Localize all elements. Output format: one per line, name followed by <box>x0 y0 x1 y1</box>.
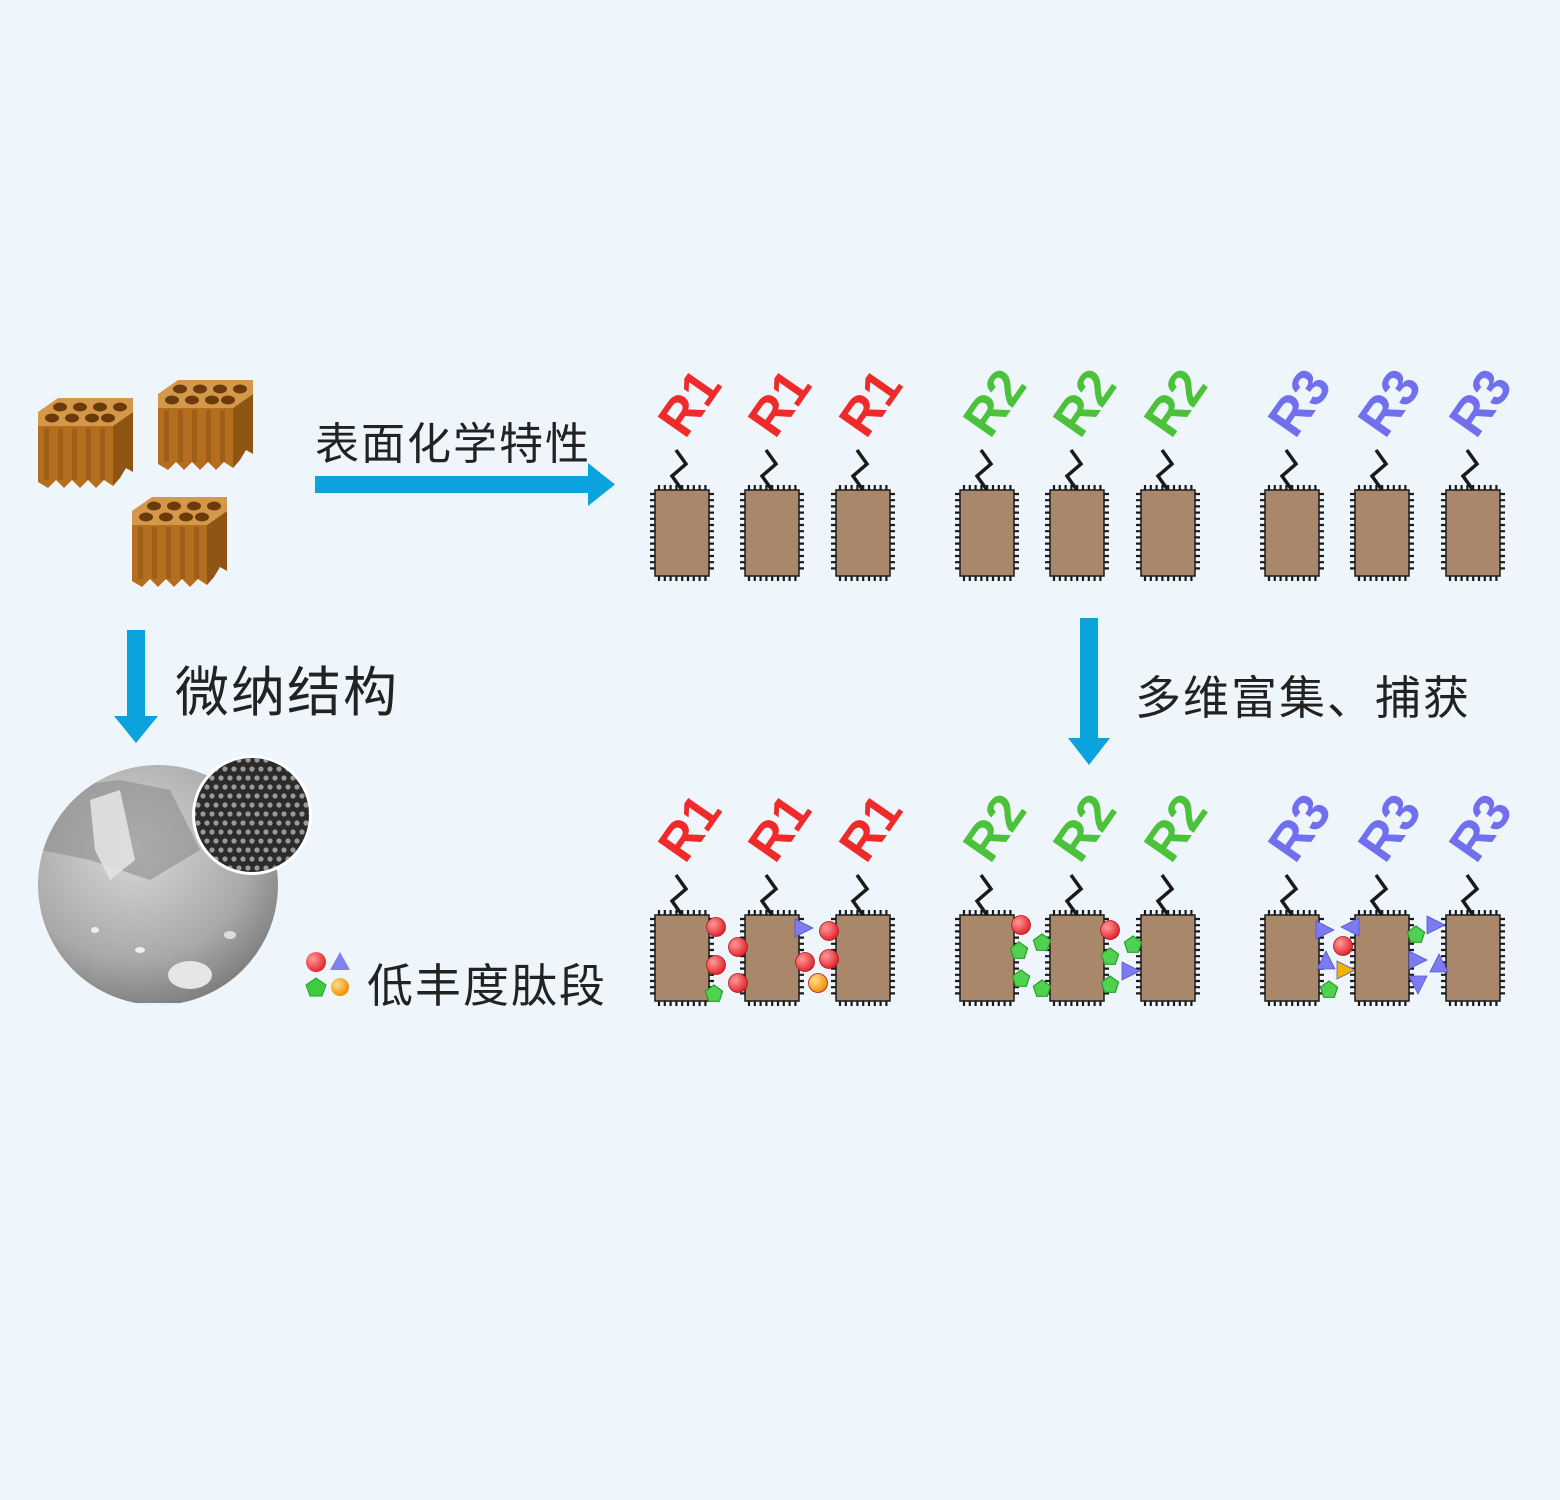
peptide-triangle <box>1316 950 1336 970</box>
r-group-label: R3 <box>1257 359 1343 447</box>
particle-block <box>1045 873 1109 1006</box>
peptide-circle <box>1333 936 1353 956</box>
particle-block <box>650 873 714 1006</box>
peptide-circle <box>819 949 839 969</box>
particle-block <box>1260 873 1324 1006</box>
peptide-circle <box>1100 920 1120 940</box>
particle-block <box>1260 448 1324 581</box>
r-group-label: R1 <box>647 359 733 447</box>
particle-block <box>831 873 895 1006</box>
r-group-label: R1 <box>828 359 914 447</box>
down-arrow-icon <box>114 630 158 743</box>
peptide-triangle <box>1408 975 1428 995</box>
peptide-triangle <box>1121 961 1141 981</box>
peptide-triangle <box>1336 960 1356 980</box>
down-arrow-icon <box>1068 618 1110 765</box>
peptide-circle <box>728 973 748 993</box>
r-group-label: R2 <box>1042 784 1128 872</box>
r-group-label: R1 <box>647 784 733 872</box>
enrichment-capture-label: 多维富集、捕获 <box>1135 671 1471 725</box>
peptide-triangle <box>794 918 814 938</box>
honeycomb-particle-icon <box>132 497 227 587</box>
peptide-pentagon <box>1100 947 1120 965</box>
right-arrow-icon <box>315 463 615 506</box>
r-group-label: R3 <box>1347 359 1433 447</box>
peptide-circle <box>1011 915 1031 935</box>
r-group-label: R2 <box>1042 359 1128 447</box>
r-group-label: R3 <box>1257 784 1343 872</box>
surface-chemistry-label: 表面化学特性 <box>315 419 591 470</box>
r-group-label: R3 <box>1438 359 1524 447</box>
peptide-circle <box>706 917 726 937</box>
peptide-triangle <box>1340 917 1360 937</box>
particle-block <box>650 448 714 581</box>
peptide-triangle <box>1408 950 1428 970</box>
honeycomb-particles <box>38 380 253 587</box>
peptide-pentagon <box>1032 979 1052 997</box>
peptide-legend-icon <box>305 952 350 997</box>
peptide-pentagon <box>1032 933 1052 951</box>
peptide-circle <box>706 955 726 975</box>
peptide-circle <box>819 921 839 941</box>
peptide-pentagon <box>1123 935 1143 953</box>
r-group-label: R1 <box>737 784 823 872</box>
r-group-label: R2 <box>952 784 1038 872</box>
r-group-label: R2 <box>1133 359 1219 447</box>
peptide-triangle <box>1426 915 1446 935</box>
r-group-label: R1 <box>737 359 823 447</box>
peptide-pentagon <box>1100 975 1120 993</box>
r-group-label: R2 <box>952 359 1038 447</box>
particle-block <box>955 873 1019 1006</box>
r-group-label: R1 <box>828 784 914 872</box>
peptide-circle <box>728 937 748 957</box>
particle-block <box>1136 448 1200 581</box>
r-group-label: R2 <box>1133 784 1219 872</box>
r-group-label: R3 <box>1438 784 1524 872</box>
particle-block <box>1136 873 1200 1006</box>
particle-block <box>1350 873 1414 1006</box>
r-group-label: R3 <box>1347 784 1433 872</box>
peptide-circle <box>795 952 815 972</box>
captured-peptides <box>704 915 1449 1002</box>
honeycomb-particle-icon <box>158 380 253 470</box>
honeycomb-particle-icon <box>38 398 133 488</box>
peptide-circle <box>808 973 828 993</box>
sem-micrograph-icon <box>38 755 312 1005</box>
particle-block <box>955 448 1019 581</box>
peptide-pentagon <box>1009 941 1029 959</box>
particle-block <box>1441 448 1505 581</box>
particle-block <box>1045 448 1109 581</box>
functionalized-particles <box>650 448 1505 1006</box>
micro-nano-structure-label: 微纳结构 <box>175 661 399 724</box>
particle-block <box>740 448 804 581</box>
peptide-triangle <box>1429 953 1449 973</box>
particle-block <box>1350 448 1414 581</box>
peptide-pentagon <box>1406 925 1426 943</box>
particle-block <box>740 873 804 1006</box>
particle-block <box>831 448 895 581</box>
peptide-pentagon <box>1011 969 1031 987</box>
low-abundance-peptides-label: 低丰度肽段 <box>367 959 607 1013</box>
particle-block <box>1441 873 1505 1006</box>
peptide-triangle <box>1315 920 1335 940</box>
peptide-pentagon <box>1319 980 1339 998</box>
peptide-pentagon <box>704 984 724 1002</box>
